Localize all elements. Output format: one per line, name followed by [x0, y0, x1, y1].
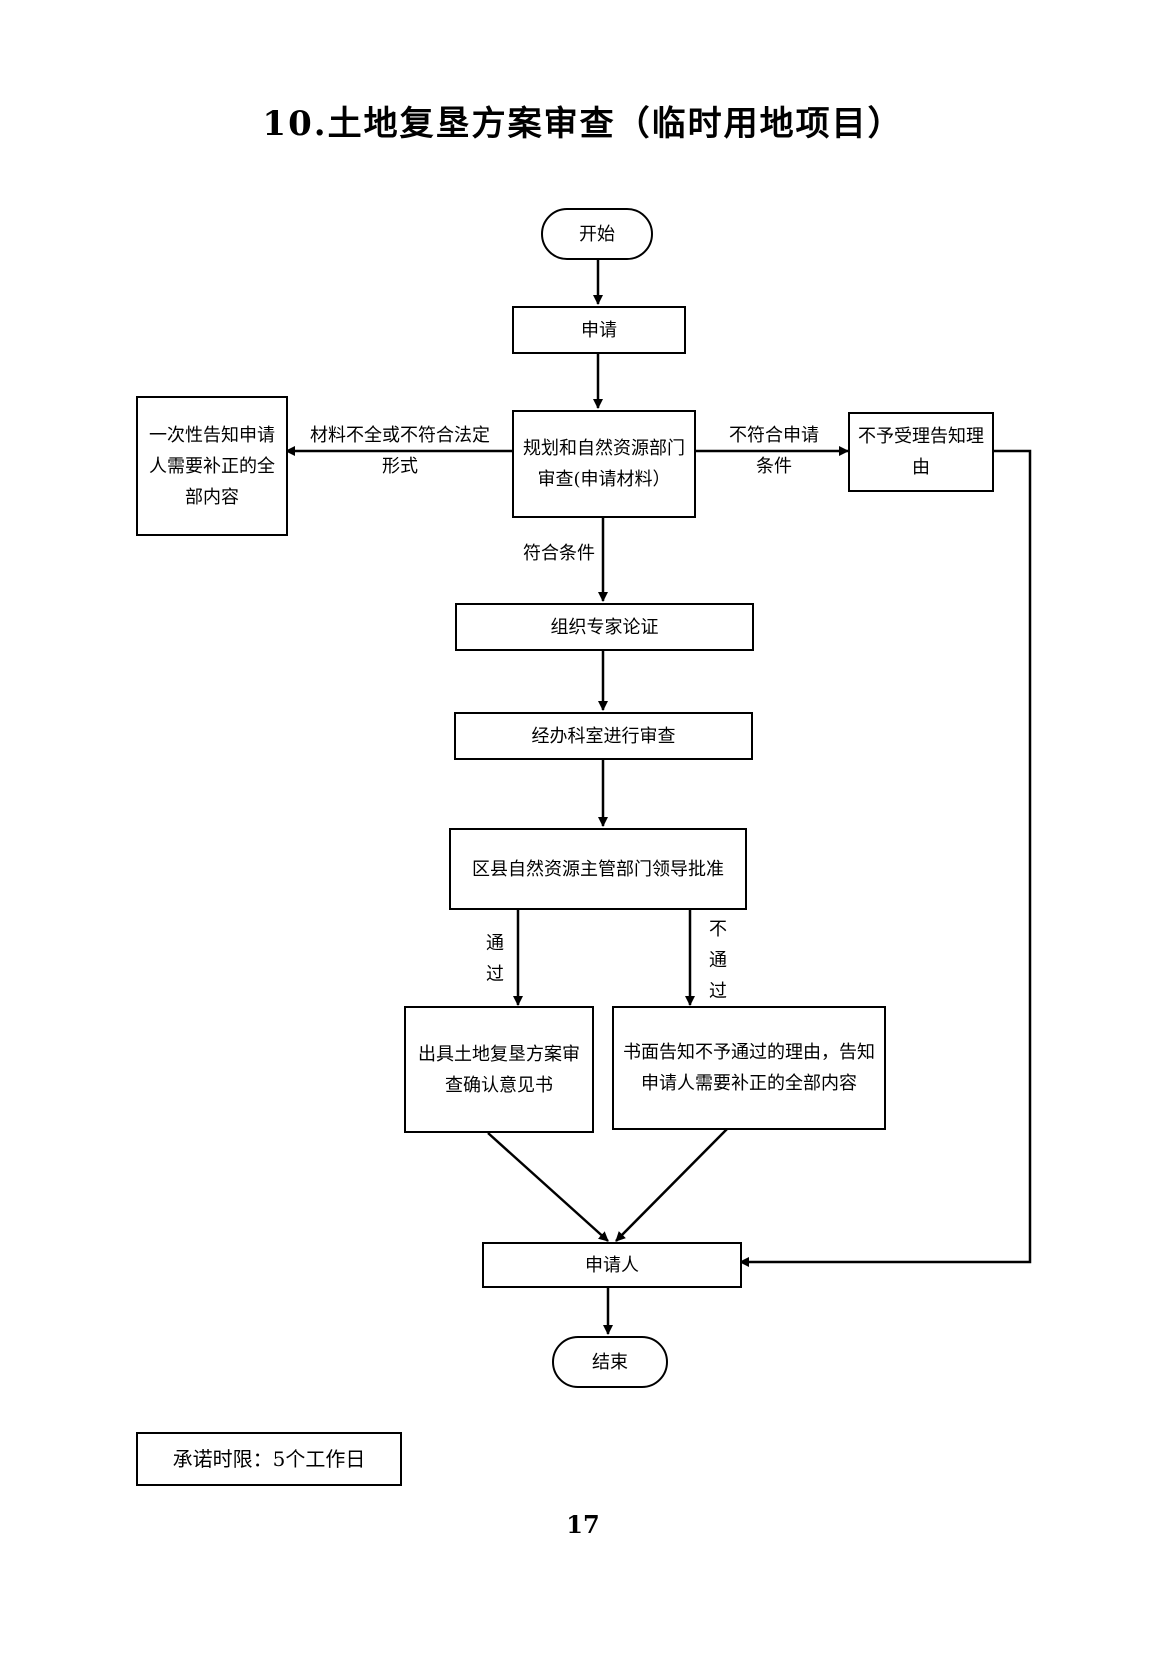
label-not-qualified: 不符合申请条件: [729, 425, 819, 477]
issue-node: 出具土地复垦方案审查确认意见书: [404, 1006, 594, 1133]
page-title: 10.土地复垦方案审查（临时用地项目）: [262, 104, 904, 144]
start-node: 开始: [541, 208, 653, 260]
label-fail: 不 通 过: [709, 919, 727, 1002]
approval-node: 区县自然资源主管部门领导批准: [449, 828, 747, 910]
label-pass: 通 过: [486, 933, 504, 985]
arrow-issue-to-applicant: [487, 1132, 609, 1242]
label-incomplete: 材料不全或不符合法定形式: [310, 425, 490, 477]
end-node: 结束: [552, 1336, 668, 1388]
review-node: 规划和自然资源部门审查(申请材料）: [512, 410, 696, 518]
applicant-node: 申请人: [482, 1242, 742, 1288]
arrow-notice-to-applicant: [615, 1127, 729, 1242]
label-qualified: 符合条件: [523, 543, 595, 564]
apply-node: 申请: [512, 306, 686, 354]
arrow-reject-to-applicant: [739, 449, 1032, 1267]
written-notice-node: 书面告知不予通过的理由，告知申请人需要补正的全部内容: [612, 1006, 886, 1130]
deadline-box: 承诺时限：5个工作日: [136, 1432, 402, 1486]
notify-correction-node: 一次性告知申请人需要补正的全部内容: [136, 396, 288, 536]
expert-node: 组织专家论证: [455, 603, 754, 651]
page-number: 17: [566, 1510, 600, 1539]
reject-node: 不予受理告知理由: [848, 412, 994, 492]
dept-review-node: 经办科室进行审查: [454, 712, 753, 760]
